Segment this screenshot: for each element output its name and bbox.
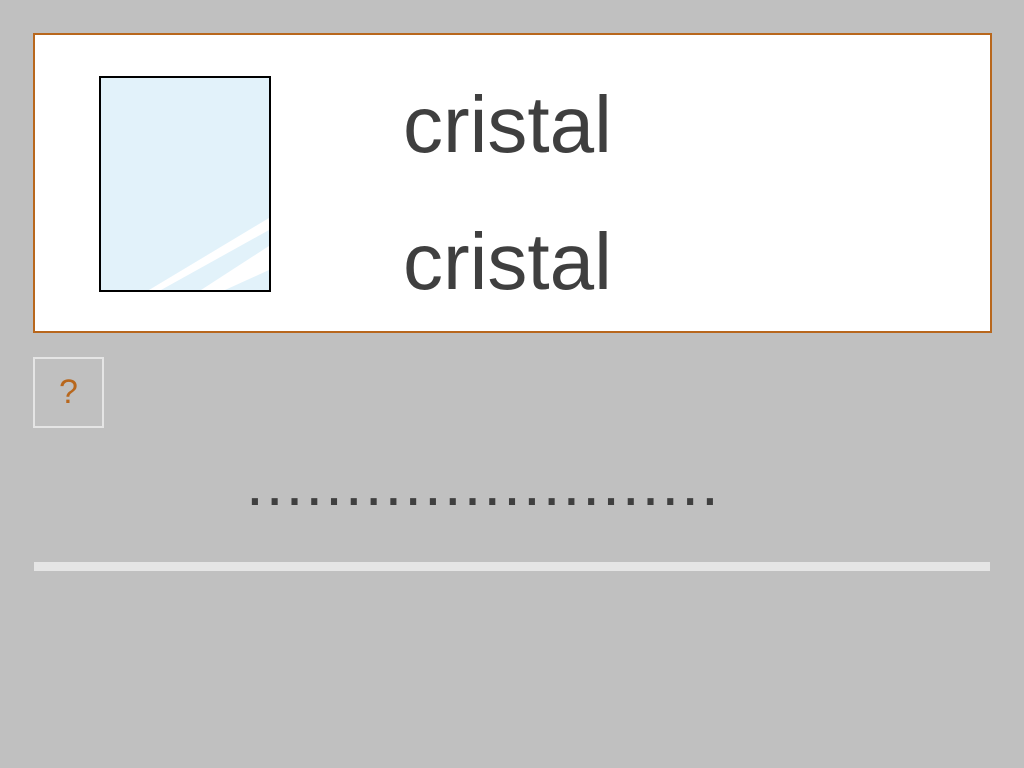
divider (34, 562, 990, 571)
word-label-2: cristal (403, 217, 612, 306)
answer-blank[interactable]: ........................ (246, 447, 721, 519)
word-label-1: cristal (403, 80, 612, 169)
help-button[interactable]: ? (33, 357, 104, 428)
glass-pane-icon (99, 76, 271, 292)
vocabulary-card: cristal cristal (33, 33, 992, 333)
